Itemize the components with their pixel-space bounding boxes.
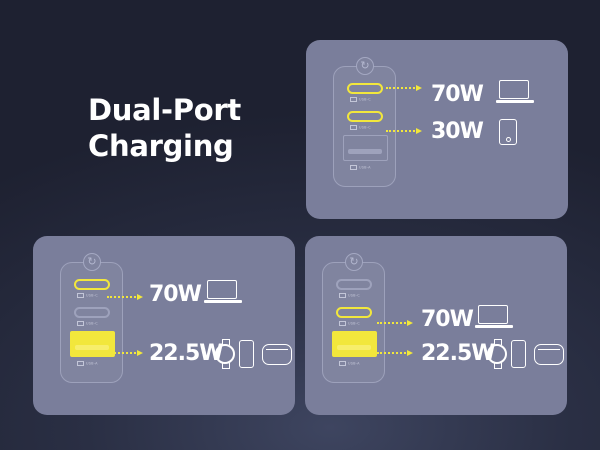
arrow-icon bbox=[386, 128, 422, 134]
earbuds-case-icon bbox=[534, 344, 564, 365]
arrow-icon bbox=[377, 320, 413, 326]
page-title: Dual-Port Charging bbox=[88, 92, 258, 164]
arrow-icon bbox=[386, 85, 422, 91]
output-wattage: 70W bbox=[149, 282, 202, 307]
arrow-icon bbox=[107, 350, 143, 356]
watch-icon bbox=[215, 339, 235, 369]
output-wattage: 70W bbox=[431, 82, 484, 107]
arrow-icon bbox=[377, 350, 413, 356]
usb-a-port bbox=[332, 331, 377, 357]
panel-usbc-usbc: ↻ USB-C USB-C USB-A 70W 30W bbox=[306, 40, 568, 219]
usb-c-label-2: USB-C bbox=[339, 321, 360, 326]
usb-c-label-2: USB-C bbox=[77, 321, 98, 326]
usb-a-label: USB-A bbox=[339, 361, 360, 366]
watch-icon bbox=[487, 339, 507, 369]
usb-c-port-2 bbox=[336, 307, 372, 318]
brand-logo-icon: ↻ bbox=[356, 57, 374, 75]
output-wattage: 22.5W bbox=[149, 341, 224, 366]
tablet-icon bbox=[499, 119, 517, 145]
usb-a-label: USB-A bbox=[77, 361, 98, 366]
panel-usbc2-usba: ↻ USB-C USB-C USB-A 70W 22.5W bbox=[305, 236, 567, 415]
output-wattage: 70W bbox=[421, 307, 474, 332]
earbuds-case-icon bbox=[262, 344, 292, 365]
brand-logo-icon: ↻ bbox=[345, 253, 363, 271]
usb-c-port-1 bbox=[74, 279, 110, 290]
output-wattage: 30W bbox=[431, 119, 484, 144]
title-line-1: Dual-Port bbox=[88, 93, 241, 127]
charger-illustration: ↻ USB-C USB-C USB-A bbox=[333, 57, 396, 187]
usb-c-label-2: USB-C bbox=[350, 125, 371, 130]
usb-a-port bbox=[343, 135, 388, 161]
usb-c-port-1 bbox=[347, 83, 383, 94]
title-line-2: Charging bbox=[88, 129, 234, 163]
usb-c-label-1: USB-C bbox=[350, 97, 371, 102]
brand-logo-icon: ↻ bbox=[83, 253, 101, 271]
charger-illustration: ↻ USB-C USB-C USB-A bbox=[322, 253, 385, 383]
usb-c-label-1: USB-C bbox=[339, 293, 360, 298]
charger-illustration: ↻ USB-C USB-C USB-A bbox=[60, 253, 123, 383]
panel-usbc-usba: ↻ USB-C USB-C USB-A 70W 22.5W bbox=[33, 236, 295, 415]
usb-c-port-1 bbox=[336, 279, 372, 290]
arrow-icon bbox=[107, 294, 143, 300]
usb-c-label-1: USB-C bbox=[77, 293, 98, 298]
usb-a-label: USB-A bbox=[350, 165, 371, 170]
output-wattage: 22.5W bbox=[421, 341, 496, 366]
usb-c-port-2 bbox=[347, 111, 383, 122]
phone-icon bbox=[239, 340, 254, 368]
usb-c-port-2 bbox=[74, 307, 110, 318]
phone-icon bbox=[511, 340, 526, 368]
